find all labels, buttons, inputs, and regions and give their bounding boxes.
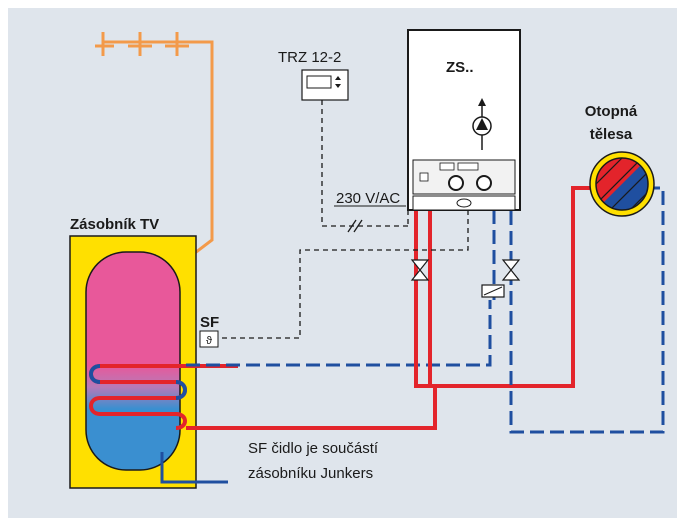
radiator-return-line <box>509 186 665 434</box>
note-line2: zásobníku Junkers <box>248 465 373 482</box>
valve-flow <box>410 259 430 281</box>
tank-vessel <box>85 251 181 471</box>
wire-break-icon <box>347 219 363 233</box>
tank-return-line <box>186 300 492 367</box>
knob-left-icon <box>448 175 464 191</box>
boiler-unit <box>407 29 521 211</box>
radiators-label-line2: tělesa <box>590 126 633 143</box>
radiator-flow-line <box>428 186 598 388</box>
pump-icon <box>472 98 492 150</box>
storage-tank <box>69 235 197 489</box>
tank-coil <box>89 364 238 430</box>
note-line1: SF čidlo je součástí <box>248 440 379 457</box>
boiler-logo-icon <box>456 198 472 208</box>
boiler-control-panel <box>412 159 516 195</box>
control-wiring <box>218 100 469 339</box>
cold-water-inlet <box>160 452 228 484</box>
voltage-label: 230 V/AC <box>336 190 400 207</box>
dhw-pipe <box>95 32 214 264</box>
sensor-label: SF <box>200 314 219 331</box>
tank-label: Zásobník TV <box>70 216 159 233</box>
radiator-icon <box>589 151 655 217</box>
boiler-label: ZS.. <box>446 59 474 76</box>
room-controller-icon <box>301 69 349 101</box>
knob-right-icon <box>476 175 492 191</box>
valve-return <box>501 259 521 281</box>
sensor-box <box>199 330 219 348</box>
controller-label: TRZ 12-2 <box>278 49 341 66</box>
check-valve <box>481 284 505 298</box>
sensor-theta-icon: ϑ <box>206 335 212 347</box>
radiators-label-line1: Otopná <box>585 103 638 120</box>
